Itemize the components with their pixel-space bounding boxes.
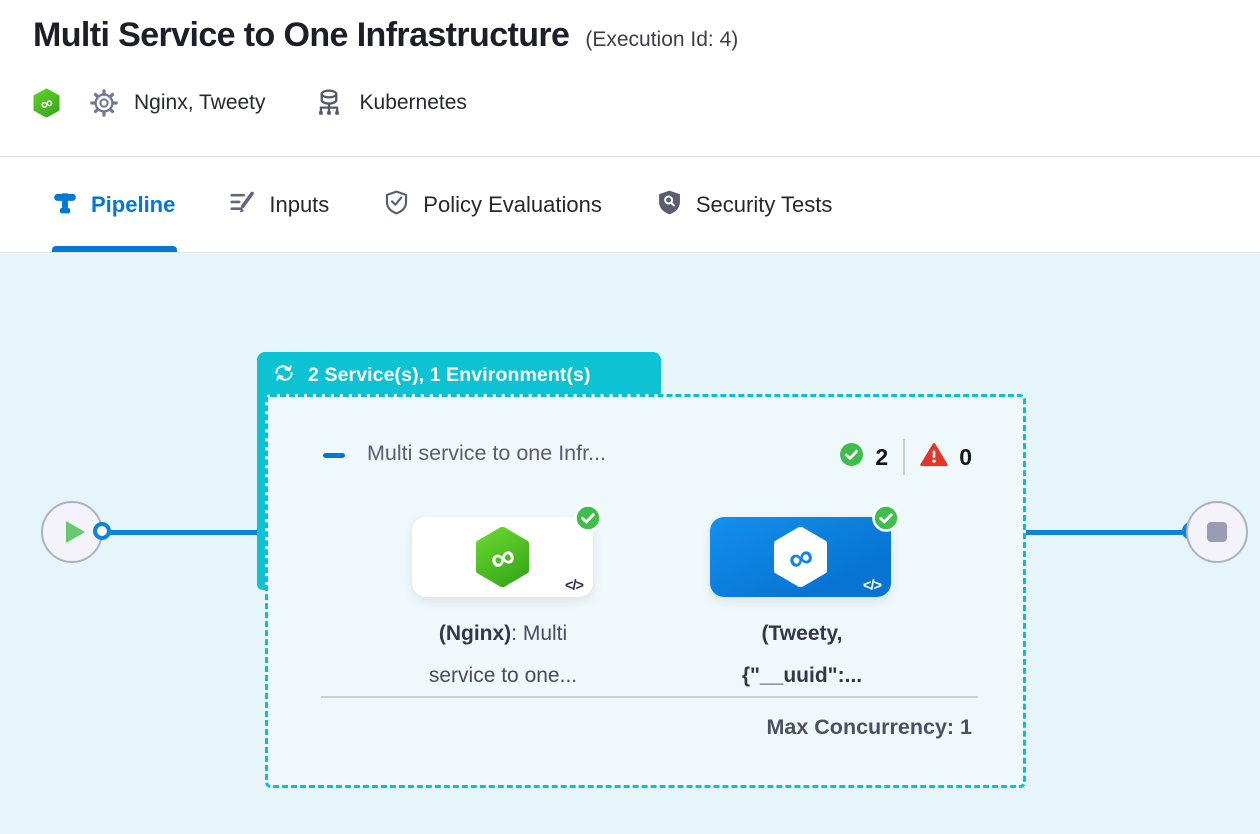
tab-pipeline[interactable]: Pipeline [52, 157, 178, 252]
pipeline-end-node[interactable] [1186, 501, 1248, 563]
edge-stage-to-end [1024, 530, 1189, 535]
execution-id: (Execution Id: 4) [585, 28, 739, 51]
execution-meta-row: ∞ Nginx, Tweety [33, 86, 467, 120]
page-title: Multi Service to One Infrastructure [33, 16, 570, 54]
stage-group-badge-label: 2 Service(s), 1 Environment(s) [308, 364, 591, 386]
tab-policy-evaluations-label: Policy Evaluations [423, 191, 602, 217]
service-label-line: (Tweety, [761, 622, 843, 645]
play-icon [65, 521, 85, 543]
harness-service-icon: ∞ [33, 88, 60, 118]
service-label-nginx: (Nginx): Multi service to one... [353, 613, 653, 697]
code-glyph: </> [863, 578, 882, 594]
service-card-nginx[interactable]: ∞ </> [412, 504, 602, 597]
policy-shield-check-icon [383, 189, 410, 221]
service-label-tweety: (Tweety, {"__uuid":... [652, 613, 952, 697]
loop-icon [272, 363, 296, 388]
edge-start-to-stage [101, 530, 259, 535]
inputs-icon [229, 189, 256, 221]
failed-count: 0 [959, 443, 972, 470]
tab-security-tests-label: Security Tests [695, 191, 833, 217]
harness-hexagon-white: ∞ [774, 527, 827, 587]
service-label-line: (Nginx): Multi [438, 622, 568, 645]
stage-group-container[interactable]: Multi service to one Infr... 2 [265, 394, 1026, 788]
svg-text:∞: ∞ [38, 93, 55, 115]
pipeline-canvas[interactable]: 2 Service(s), 1 Environment(s) Multi ser… [0, 254, 1260, 834]
tab-pipeline-label: Pipeline [91, 191, 176, 217]
tab-bar: Pipeline Inputs Policy Eval [0, 156, 1260, 253]
max-concurrency-label: Max Concurrency: 1 [766, 715, 972, 739]
group-divider [321, 696, 978, 698]
execution-header: Multi Service to One Infrastructure (Exe… [0, 0, 1260, 156]
tab-policy-evaluations[interactable]: Policy Evaluations [383, 157, 602, 252]
success-badge-icon [573, 503, 603, 538]
service-label-line: service to one... [428, 664, 578, 687]
check-circle-icon [839, 442, 864, 472]
gear-icon [90, 89, 118, 117]
harness-hexagon-green: ∞ [476, 527, 529, 587]
warning-triangle-icon [920, 442, 948, 472]
security-shield-scan-icon [656, 189, 683, 221]
infrastructure-icon [314, 88, 344, 118]
status-divider [903, 439, 906, 475]
stage-group-badge[interactable]: 2 Service(s), 1 Environment(s) [257, 352, 661, 399]
service-card-tweety[interactable]: ∞ </> [710, 504, 900, 597]
success-count: 2 [875, 443, 889, 470]
tab-inputs[interactable]: Inputs [229, 157, 329, 252]
pipeline-icon [52, 189, 78, 220]
title-row: Multi Service to One Infrastructure (Exe… [33, 16, 738, 55]
start-node-connector[interactable] [93, 522, 111, 540]
tab-inputs-label: Inputs [269, 191, 330, 217]
tab-security-tests[interactable]: Security Tests [656, 157, 833, 252]
stop-icon [1207, 522, 1227, 542]
stage-name[interactable]: Multi service to one Infr... [367, 441, 606, 465]
success-badge-icon [871, 503, 901, 538]
service-label-line: {"__uuid":... [741, 664, 863, 687]
infrastructure-name: Kubernetes [359, 91, 467, 114]
collapse-stage-button[interactable] [323, 453, 345, 458]
code-glyph: </> [565, 578, 584, 594]
services-list: Nginx, Tweety [134, 91, 266, 114]
stage-status: 2 0 [839, 439, 972, 475]
